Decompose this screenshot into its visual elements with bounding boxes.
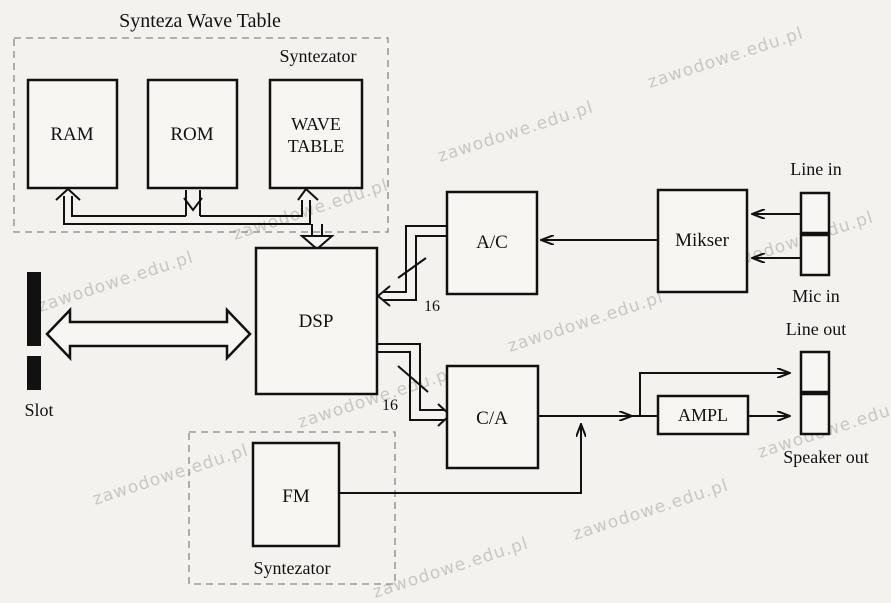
line-in-label: Line in: [790, 159, 842, 179]
watermark: zawodowe.edu.pl: [505, 288, 666, 357]
wavetable-synth-frame: [13, 37, 389, 233]
ram-label: RAM: [50, 124, 93, 145]
dsp-label: DSP: [299, 311, 334, 332]
ampl-label: AMPL: [678, 405, 728, 425]
fm-output-arrow: [339, 424, 581, 494]
fm-label: FM: [282, 486, 310, 507]
slot-connector-lower: [27, 356, 41, 390]
dsp-block: [254, 246, 379, 396]
ac-converter-block: [445, 190, 539, 296]
watermark: zawodowe.edu.pl: [435, 98, 596, 167]
ca-converter-block: [445, 364, 540, 470]
speaker-out-label: Speaker out: [783, 447, 868, 467]
ca-label: C/A: [476, 408, 508, 429]
ram-block: [26, 78, 119, 190]
fm-synth-frame: [188, 431, 396, 585]
slot-dsp-bus-arrow: [45, 306, 252, 362]
mic-in-label: Mic in: [792, 286, 840, 306]
slot-connector-upper: [27, 272, 41, 346]
wave-table-label-line2: TABLE: [288, 136, 345, 156]
mic-in-jack: [799, 233, 831, 277]
wave-table-block: [268, 78, 364, 190]
line-out-jack: [799, 350, 831, 394]
ac-dsp-bus: [376, 225, 447, 307]
wavetable-bus: [55, 187, 335, 251]
slot-label: Slot: [24, 400, 53, 420]
line-in-jack: [799, 191, 831, 235]
wave-table-label-line1: WAVE: [291, 114, 341, 134]
ac-label: A/C: [476, 232, 508, 253]
watermark: zawodowe.edu.pl: [90, 441, 251, 510]
mikser-label: Mikser: [675, 230, 730, 251]
wavetable-group-label: Syntezator: [280, 46, 357, 66]
ca-bus-width-label: 16: [382, 397, 398, 414]
ac-bus-width-label: 16: [424, 298, 440, 315]
fm-block: [251, 441, 341, 548]
mikser-block: [656, 188, 749, 294]
diagram-title: Synteza Wave Table: [119, 10, 281, 32]
ampl-block: [656, 394, 750, 436]
line-out-arrow: [632, 373, 790, 417]
speaker-out-jack: [799, 392, 831, 436]
watermark: zawodowe.edu.pl: [570, 476, 731, 545]
line-out-label: Line out: [786, 319, 847, 339]
rom-block: [146, 78, 239, 190]
fm-group-label: Syntezator: [254, 558, 331, 578]
watermark: zawodowe.edu.pl: [645, 24, 806, 93]
rom-label: ROM: [170, 124, 213, 145]
watermark: zawodowe.edu.pl: [35, 248, 196, 317]
